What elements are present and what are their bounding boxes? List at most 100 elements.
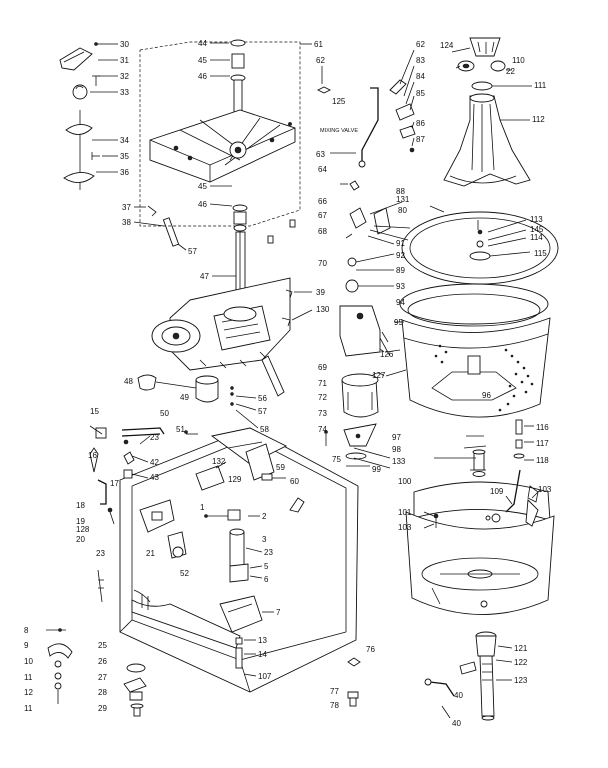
label-3: 3 [262, 535, 267, 544]
label-48: 48 [124, 377, 133, 386]
label-20: 20 [76, 535, 85, 544]
label-109: 109 [490, 487, 504, 496]
label-28: 28 [98, 688, 107, 697]
agitator-assembly [443, 37, 532, 187]
label-58: 58 [260, 425, 269, 434]
label-11-lower: 11 [24, 704, 33, 713]
label-52: 52 [180, 569, 189, 578]
label-133: 133 [392, 457, 406, 466]
label-23: 23 [150, 433, 159, 442]
label-112: 112 [532, 115, 545, 124]
label-63: 63 [316, 150, 325, 159]
label-91: 91 [396, 239, 405, 248]
label-33: 33 [120, 88, 129, 97]
label-34: 34 [120, 136, 129, 145]
label-68: 68 [318, 227, 327, 236]
cabinet-frame [119, 427, 359, 693]
label-77: 77 [330, 687, 339, 696]
label-15: 15 [90, 407, 99, 416]
label-85: 85 [416, 89, 425, 98]
label-13: 13 [258, 636, 267, 645]
label-121: 121 [514, 644, 528, 653]
label-40-lower: 40 [452, 719, 461, 728]
label-131: 131 [396, 195, 410, 204]
label-71: 71 [318, 379, 327, 388]
label-44: 44 [198, 39, 207, 48]
label-37: 37 [122, 203, 131, 212]
label-110: 110 [512, 56, 525, 65]
label-69: 69 [318, 363, 327, 372]
left-small-parts [59, 42, 187, 251]
label-25: 25 [98, 641, 107, 650]
label-11: 11 [24, 673, 33, 682]
label-76: 76 [366, 645, 375, 654]
label-16: 16 [88, 451, 97, 460]
label-59: 59 [276, 463, 285, 472]
label-129: 129 [228, 475, 242, 484]
label-50: 50 [160, 409, 169, 418]
label-9: 9 [24, 641, 29, 650]
label-27: 27 [98, 673, 107, 682]
label-17: 17 [110, 479, 119, 488]
label-40: 40 [454, 691, 463, 700]
label-8: 8 [24, 626, 29, 635]
hoses-and-fasteners [46, 425, 361, 717]
label-98: 98 [392, 445, 401, 454]
label-57-mid: 57 [258, 407, 267, 416]
label-111: 111 [534, 81, 547, 90]
label-30: 30 [120, 40, 129, 49]
tub-ring-assembly [401, 205, 559, 285]
label-51: 51 [176, 425, 185, 434]
label-130: 130 [316, 305, 330, 314]
pump-motor-assembly [324, 201, 411, 469]
label-32: 32 [120, 72, 129, 81]
label-114: 114 [530, 233, 543, 242]
label-83: 83 [416, 56, 425, 65]
label-56: 56 [258, 394, 267, 403]
label-92: 92 [396, 251, 405, 260]
label-70: 70 [318, 259, 327, 268]
label-95: 95 [394, 318, 403, 327]
label-43: 43 [150, 473, 159, 482]
label-87: 87 [416, 135, 425, 144]
label-93: 93 [396, 282, 405, 291]
label-80: 80 [398, 206, 407, 215]
label-123: 123 [514, 676, 528, 685]
label-19: 19 [76, 517, 85, 526]
label-1: 1 [200, 503, 205, 512]
label-45: 45 [198, 56, 207, 65]
label-21: 21 [146, 549, 155, 558]
label-73: 73 [318, 409, 327, 418]
label-36: 36 [120, 168, 129, 177]
label-12: 12 [24, 688, 33, 697]
label-61: 61 [314, 40, 323, 49]
label-60: 60 [290, 477, 299, 486]
agitator-drive-assembly [139, 39, 332, 244]
label-62: 62 [316, 56, 325, 65]
part-number-labels: 30 31 32 33 34 35 36 37 38 57 44 45 46 4… [24, 39, 552, 728]
label-49: 49 [180, 393, 189, 402]
label-124: 124 [440, 41, 454, 50]
label-115: 115 [534, 249, 547, 258]
label-88: 88 [396, 187, 405, 196]
label-39: 39 [316, 288, 325, 297]
label-14: 14 [258, 650, 267, 659]
label-145: 145 [530, 225, 544, 234]
label-125: 125 [332, 97, 346, 106]
label-6: 6 [264, 575, 269, 584]
label-62-right: 62 [416, 40, 425, 49]
label-46: 46 [198, 72, 207, 81]
mixing-valve-label: MIXING VALVE [320, 128, 358, 134]
label-10: 10 [24, 657, 33, 666]
label-118: 118 [536, 456, 549, 465]
label-100: 100 [398, 477, 412, 486]
label-2: 2 [262, 512, 267, 521]
label-103: 103 [538, 485, 552, 494]
label-47: 47 [200, 272, 209, 281]
label-128: 128 [76, 525, 90, 534]
label-31: 31 [120, 56, 129, 65]
label-64: 64 [318, 165, 327, 174]
outer-tub-assembly [405, 419, 555, 615]
label-101: 101 [398, 508, 412, 517]
